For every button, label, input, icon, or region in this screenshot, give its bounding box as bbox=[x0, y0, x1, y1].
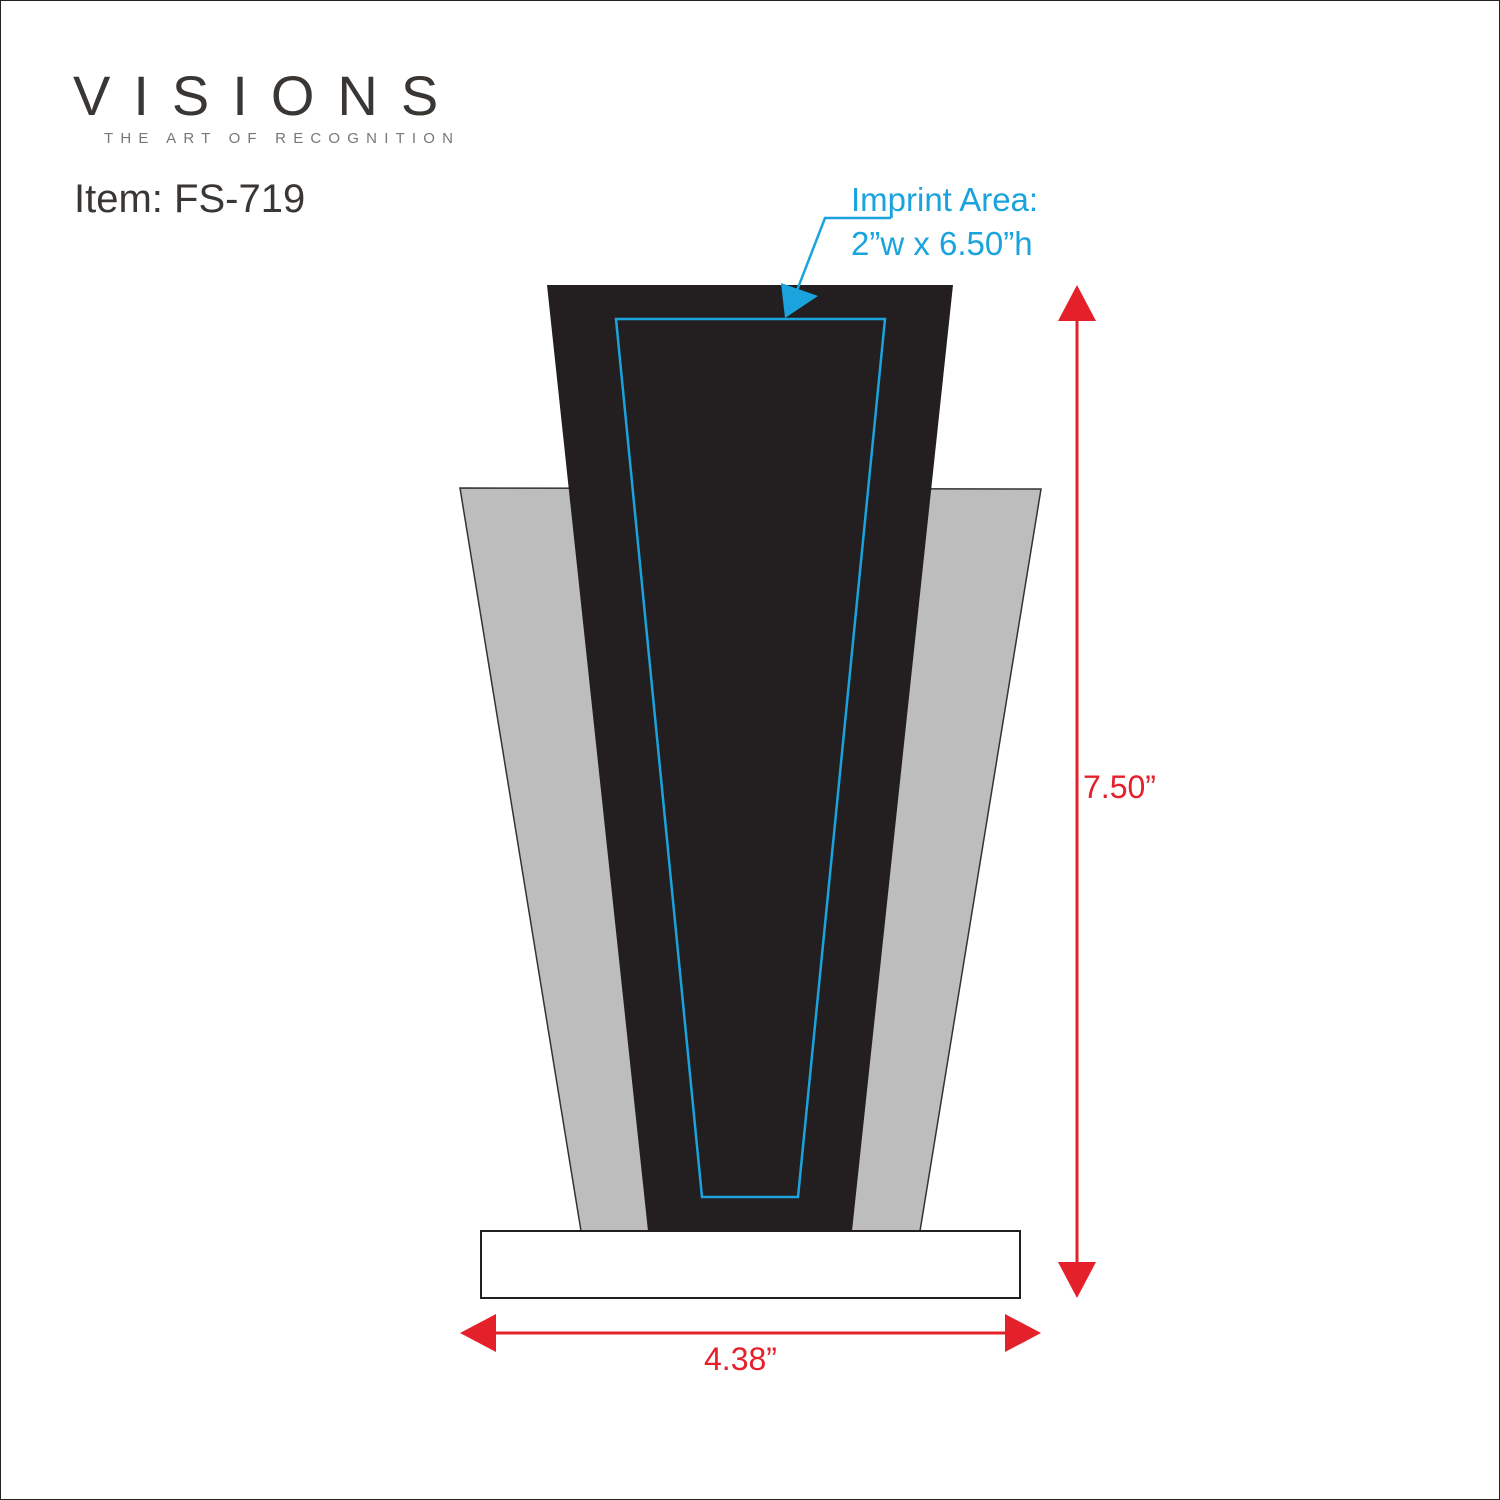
imprint-label: Imprint Area: bbox=[851, 181, 1039, 218]
base bbox=[480, 1230, 1021, 1299]
arrow-left-icon bbox=[460, 1314, 496, 1352]
arrow-right-icon bbox=[1005, 1314, 1041, 1352]
height-label: 7.50” bbox=[1083, 769, 1156, 805]
black-front-panel bbox=[547, 285, 953, 1231]
imprint-leader-line bbox=[794, 216, 891, 294]
width-label: 4.38” bbox=[704, 1341, 777, 1377]
imprint-arrow-icon bbox=[781, 283, 818, 318]
brand-logo: VISIONS bbox=[73, 64, 462, 127]
imprint-size: 2”w x 6.50”h bbox=[851, 225, 1033, 262]
arrow-up-icon bbox=[1058, 285, 1096, 321]
item-number: Item: FS-719 bbox=[74, 177, 306, 221]
brand-tagline: THE ART OF RECOGNITION bbox=[104, 130, 461, 147]
imprint-area-outline bbox=[614, 317, 887, 1199]
arrow-down-icon bbox=[1058, 1262, 1096, 1298]
